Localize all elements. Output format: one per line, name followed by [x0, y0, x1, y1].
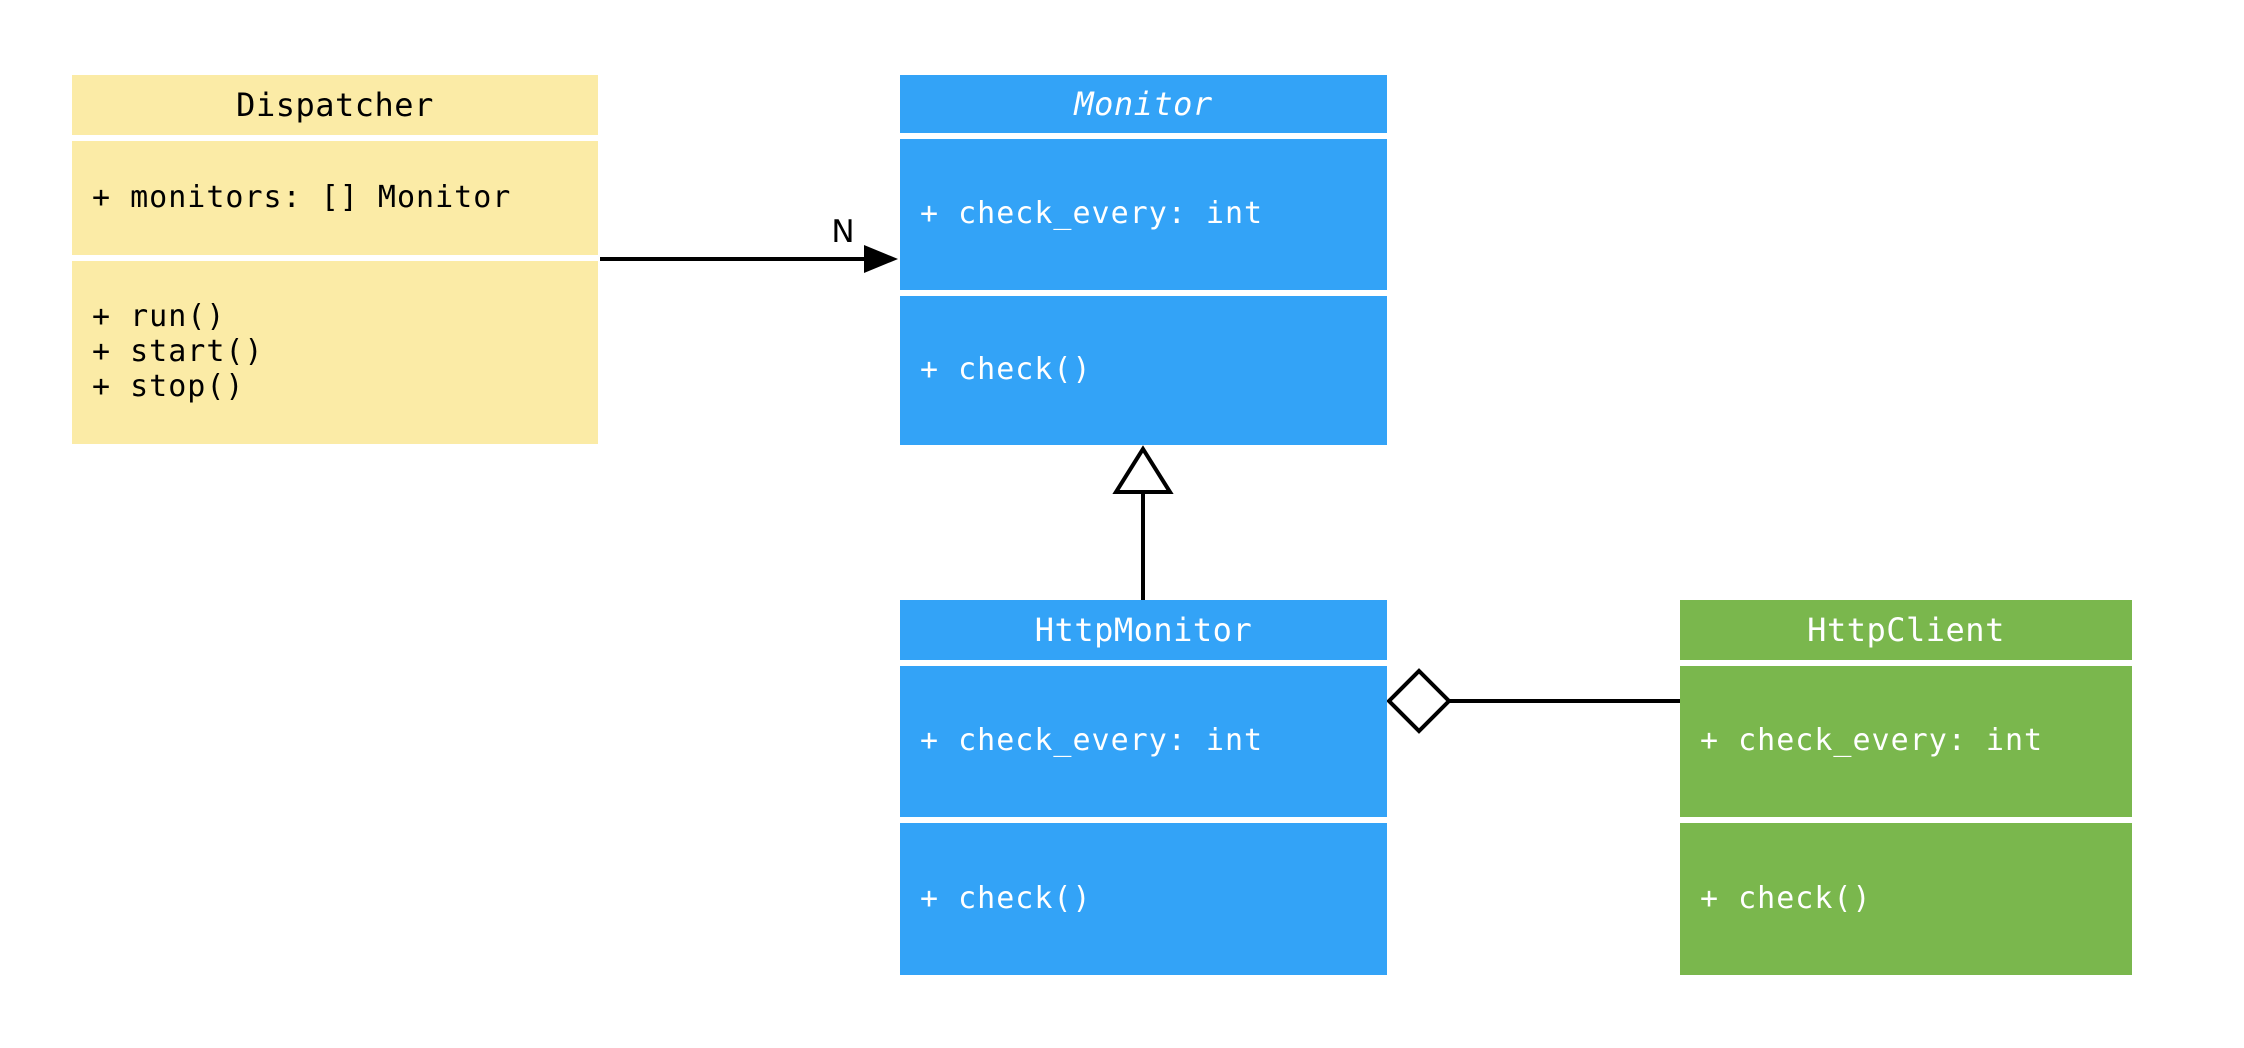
- member-line: + check_every: int: [920, 723, 1264, 759]
- hollow-diamond-icon: [1386, 668, 1452, 734]
- member-line: + start(): [92, 334, 264, 370]
- member-line: + monitors: [] Monitor: [92, 179, 512, 215]
- attributes-compartment-dispatcher: + monitors: [] Monitor: [72, 141, 598, 255]
- association-line-dispatcher-to-monitor[interactable]: [600, 245, 898, 273]
- member-line: + check(): [1700, 880, 1872, 916]
- class-box-dispatcher[interactable]: Dispatcher + monitors: [] Monitor + run(…: [72, 75, 598, 444]
- class-title-dispatcher: Dispatcher: [72, 75, 598, 135]
- association-multiplicity-label: N: [831, 214, 855, 250]
- member-line: + run(): [92, 299, 226, 335]
- class-box-httpmonitor[interactable]: HttpMonitor + check_every: int + check(): [900, 600, 1387, 975]
- member-line: + check_every: int: [920, 196, 1264, 232]
- methods-compartment-httpmonitor: + check(): [900, 823, 1387, 975]
- class-box-monitor[interactable]: Monitor + check_every: int + check(): [900, 75, 1387, 445]
- class-title-monitor: Monitor: [900, 75, 1387, 133]
- generalization-arrow-httpmonitor-to-monitor[interactable]: [1112, 445, 1174, 602]
- attributes-compartment-monitor: + check_every: int: [900, 139, 1387, 290]
- member-line: + stop(): [92, 368, 245, 404]
- class-box-httpclient[interactable]: HttpClient + check_every: int + check(): [1680, 600, 2132, 975]
- member-line: + check(): [920, 352, 1092, 388]
- class-title-httpmonitor: HttpMonitor: [900, 600, 1387, 660]
- methods-compartment-dispatcher: + run()+ start()+ stop(): [72, 261, 598, 444]
- methods-compartment-monitor: + check(): [900, 296, 1387, 445]
- attributes-compartment-httpclient: + check_every: int: [1680, 666, 2132, 817]
- hollow-triangle-icon: [1112, 445, 1174, 494]
- member-line: + check_every: int: [1700, 723, 2044, 759]
- aggregation-link-httpmonitor-to-httpclient[interactable]: [1386, 668, 1682, 734]
- filled-arrowhead-icon: [864, 245, 898, 273]
- class-title-httpclient: HttpClient: [1680, 600, 2132, 660]
- member-line: + check(): [920, 880, 1092, 916]
- attributes-compartment-httpmonitor: + check_every: int: [900, 666, 1387, 817]
- methods-compartment-httpclient: + check(): [1680, 823, 2132, 975]
